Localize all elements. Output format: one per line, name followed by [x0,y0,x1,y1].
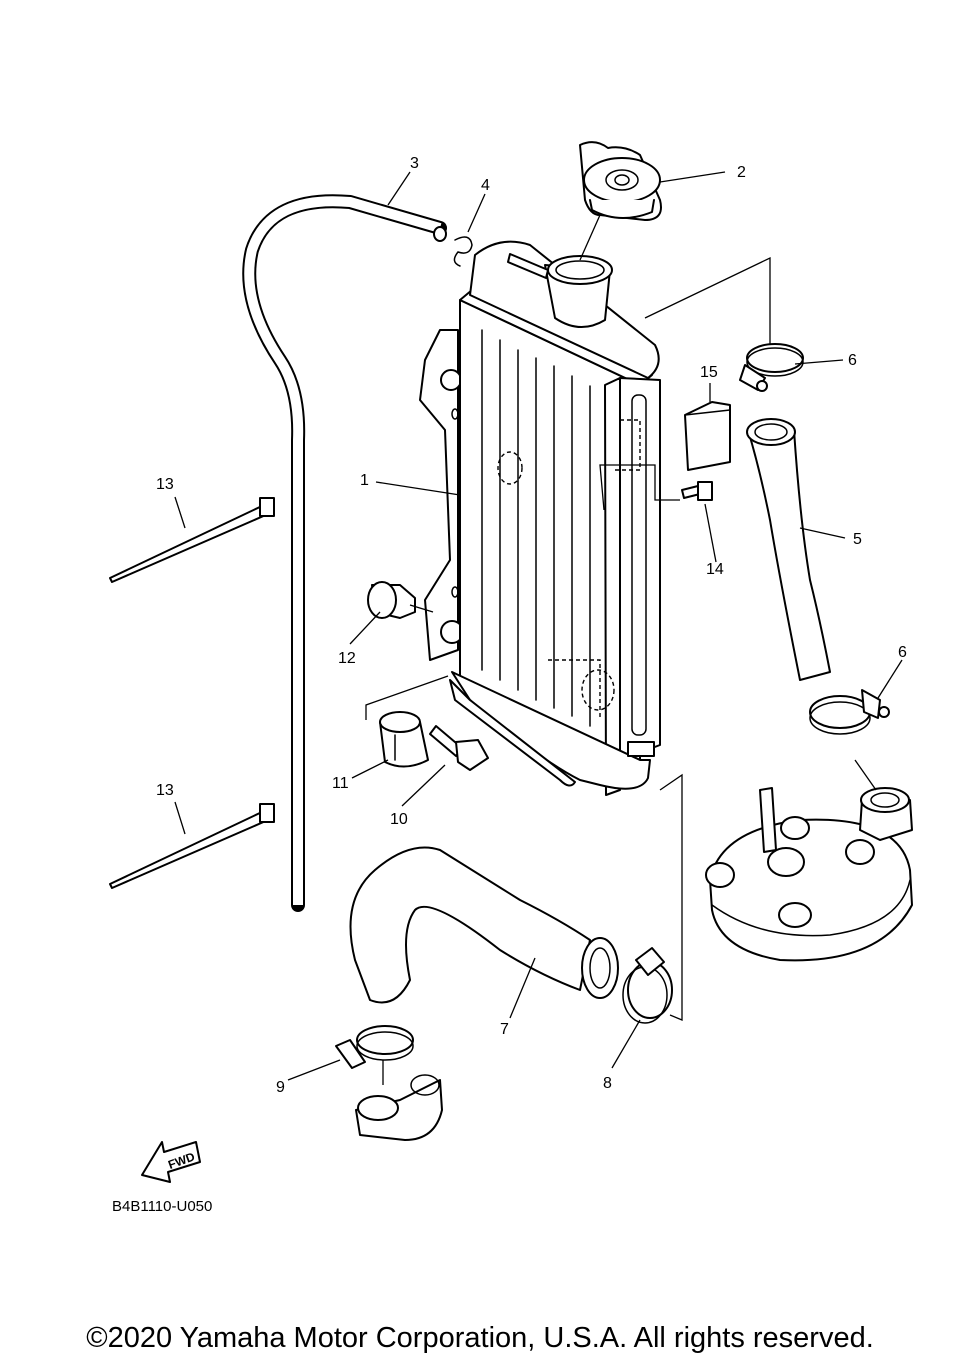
overflow-hose [242,194,447,912]
upper-hose-clamp-bottom [809,689,890,735]
upper-hose-clamp-top [739,343,804,392]
grommet-lower [379,711,429,768]
callout-lower-clamp-pump: 9 [276,1079,285,1096]
lower-radiator-hose [349,846,619,1004]
lower-hose-clamp-pump [335,1025,414,1069]
water-pump-cover [705,787,913,962]
callout-radiator: 1 [360,472,369,489]
callout-upper-hose: 5 [853,531,862,548]
leader-lines [174,171,903,1081]
pad [684,401,731,471]
callout-flange-bolt: 14 [706,561,724,578]
callout-overflow-hose: 3 [410,155,419,172]
callout-numbers: 1 2 3 4 5 6 6 7 8 9 10 11 12 13 13 14 15 [156,155,907,1096]
upper-radiator-hose [746,418,831,681]
forward-direction-arrow: FWD [141,1141,201,1183]
callout-grommet-lower: 11 [332,775,349,792]
grommet-upper [367,581,416,619]
callout-grommet-upper: 12 [338,650,356,667]
water-pump-fitting [355,1074,443,1141]
callout-cable-tie-lower: 13 [156,782,174,799]
callout-pad: 15 [700,364,718,381]
radiator [419,240,661,796]
lower-hose-clamp-radiator [622,947,673,1024]
cable-tie-lower [109,803,275,889]
cable-tie-upper [109,497,275,583]
hose-clip [453,236,473,267]
callout-bolt: 10 [390,811,408,828]
callout-lower-clamp-radiator: 8 [603,1075,612,1092]
diagram-code: B4B1110-U050 [112,1198,212,1215]
callout-cable-tie-upper: 13 [156,476,174,493]
copyright-notice: ©2020 Yamaha Motor Corporation, U.S.A. A… [86,1322,874,1354]
callout-upper-clamp-bottom: 6 [898,644,907,661]
flange-bolt [681,481,713,501]
callout-upper-clamp-top: 6 [848,352,857,369]
callout-lower-hose: 7 [500,1021,509,1038]
callout-hose-clip: 4 [481,177,490,194]
guide-lines [365,214,877,1085]
bolt [429,725,489,771]
callout-radiator-cap: 2 [737,164,746,181]
radiator-cap [579,141,662,221]
